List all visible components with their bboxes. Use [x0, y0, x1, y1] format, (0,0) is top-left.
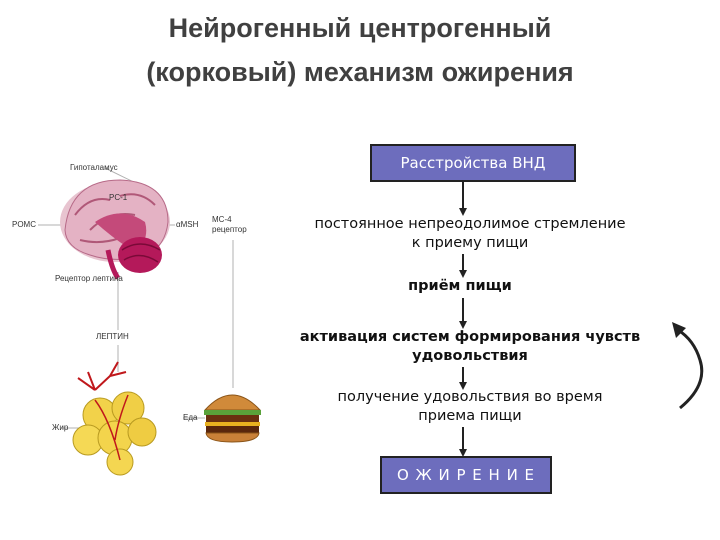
label-pc1: PC-1	[109, 193, 128, 202]
title-line-1: Нейрогенный центрогенный	[168, 13, 552, 43]
label-leptin-receptor: Рецептор лептина	[55, 274, 123, 283]
step-pleasure-system-activation-line1: активация систем формирования чувств	[299, 329, 641, 345]
label-mc4-receptor: рецептор	[212, 225, 247, 234]
brain-image	[60, 179, 170, 280]
step-pleasure-system-activation-line2: удовольствия	[412, 348, 528, 364]
label-fat: Жир	[52, 423, 69, 432]
label-leptin: ЛЕПТИН	[96, 332, 129, 341]
slide-title: Нейрогенный центрогенный (корковый) меха…	[0, 6, 720, 94]
step-pleasure-system-activation: активация систем формирования чувств удо…	[255, 328, 685, 366]
box-obesity: О Ж И Р Е Н И Е	[380, 456, 552, 494]
box-higher-nervous-disorders: Расстройства ВНД	[370, 144, 576, 182]
step-compulsive-eating-urge-line1: постоянное непреодолимое стремление	[314, 216, 626, 232]
label-amsh: αMSH	[176, 220, 199, 229]
step-pleasure-from-eating-line2: приема пищи	[418, 408, 522, 424]
label-food: Еда	[183, 413, 198, 422]
step-compulsive-eating-urge-line2: к приему пищи	[411, 235, 529, 251]
label-hypothalamus: Гипоталамус	[70, 163, 118, 172]
step-pleasure-from-eating: получение удовольствия во время приема п…	[270, 388, 670, 426]
fat-cells-image	[72, 361, 157, 476]
hamburger-image	[203, 394, 262, 443]
step-compulsive-eating-urge: постоянное непреодолимое стремление к пр…	[260, 215, 680, 253]
label-mc4: MC-4	[212, 215, 232, 224]
title-line-2: (корковый) механизм ожирения	[146, 57, 574, 87]
step-food-intake: приём пищи	[408, 278, 512, 294]
label-pomc: POMC	[12, 220, 36, 229]
step-pleasure-from-eating-line1: получение удовольствия во время	[337, 389, 603, 405]
